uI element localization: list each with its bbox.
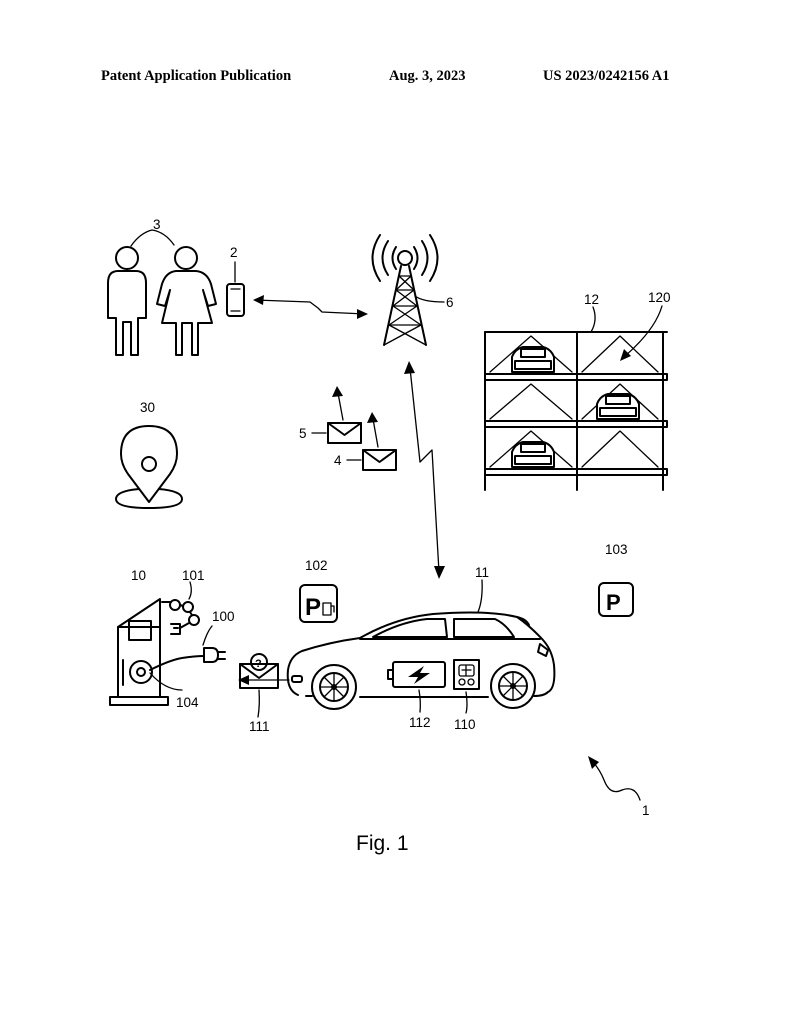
label-mobile-device: 2 <box>230 245 238 260</box>
robot-arm-leader-line <box>189 582 191 599</box>
wireless-link-phone-tower <box>253 295 368 319</box>
label-charging-station: 10 <box>131 568 146 583</box>
control-unit-leader-line <box>466 692 467 713</box>
parking-sign-charging-icon: P <box>300 585 337 622</box>
parking-sign-letter: P <box>305 594 321 621</box>
parked-car-icon <box>512 347 554 372</box>
battery-icon <box>388 662 445 687</box>
radio-tower-icon <box>373 235 438 345</box>
label-vehicle-message: 111 <box>249 719 270 734</box>
parking-space-leader-arrow <box>620 306 662 361</box>
plug-leader-line <box>203 626 212 645</box>
label-parking-sign-charging: 102 <box>305 558 328 573</box>
label-robot-arm: 101 <box>182 568 205 583</box>
parked-car-icon <box>597 394 639 419</box>
label-location: 30 <box>140 400 155 415</box>
battery-leader-line <box>419 690 420 712</box>
person-female-icon <box>157 247 216 355</box>
parking-sign-icon: P <box>599 583 633 616</box>
car-icon <box>288 613 555 709</box>
label-message-4: 4 <box>334 453 342 468</box>
label-message-5: 5 <box>299 426 307 441</box>
message-5-arrow <box>332 386 343 420</box>
label-parking-garage: 12 <box>584 292 599 307</box>
svg-text:?: ? <box>255 658 262 670</box>
label-system: 1 <box>642 803 650 818</box>
label-parking-sign: 103 <box>605 542 628 557</box>
label-control-unit: 110 <box>454 717 476 732</box>
persons-leader-line <box>131 230 174 246</box>
robot-arm-icon <box>162 600 199 634</box>
wireless-link-tower-vehicle <box>404 361 445 579</box>
label-persons: 3 <box>153 217 161 232</box>
label-plug: 100 <box>212 609 235 624</box>
parking-sign-letter: P <box>606 590 621 615</box>
vehicle-message-leader-line <box>258 690 259 717</box>
envelope-icon <box>328 423 361 443</box>
label-battery: 112 <box>409 715 431 730</box>
message-4-arrow <box>367 412 378 447</box>
smartphone-icon <box>227 284 244 316</box>
system-leader-arrow <box>588 756 640 800</box>
plug-icon <box>150 648 225 670</box>
vehicle-message-arrow <box>238 675 289 685</box>
charging-station-icon <box>110 599 168 705</box>
label-charge-cable: 104 <box>176 695 199 710</box>
location-pin-icon <box>116 426 182 508</box>
parked-car-icon <box>512 442 554 467</box>
figure-caption: Fig. 1 <box>356 832 409 855</box>
person-male-icon <box>108 247 146 355</box>
label-vehicle: 11 <box>475 565 489 580</box>
cable-leader-line <box>150 673 182 690</box>
label-parking-space: 120 <box>648 290 671 305</box>
envelope-icon <box>363 450 396 470</box>
garage-leader-line <box>591 307 595 332</box>
label-antenna: 6 <box>446 295 454 310</box>
antenna-leader-line <box>415 296 444 302</box>
vehicle-leader-line <box>478 580 482 612</box>
control-unit-icon <box>454 660 479 689</box>
